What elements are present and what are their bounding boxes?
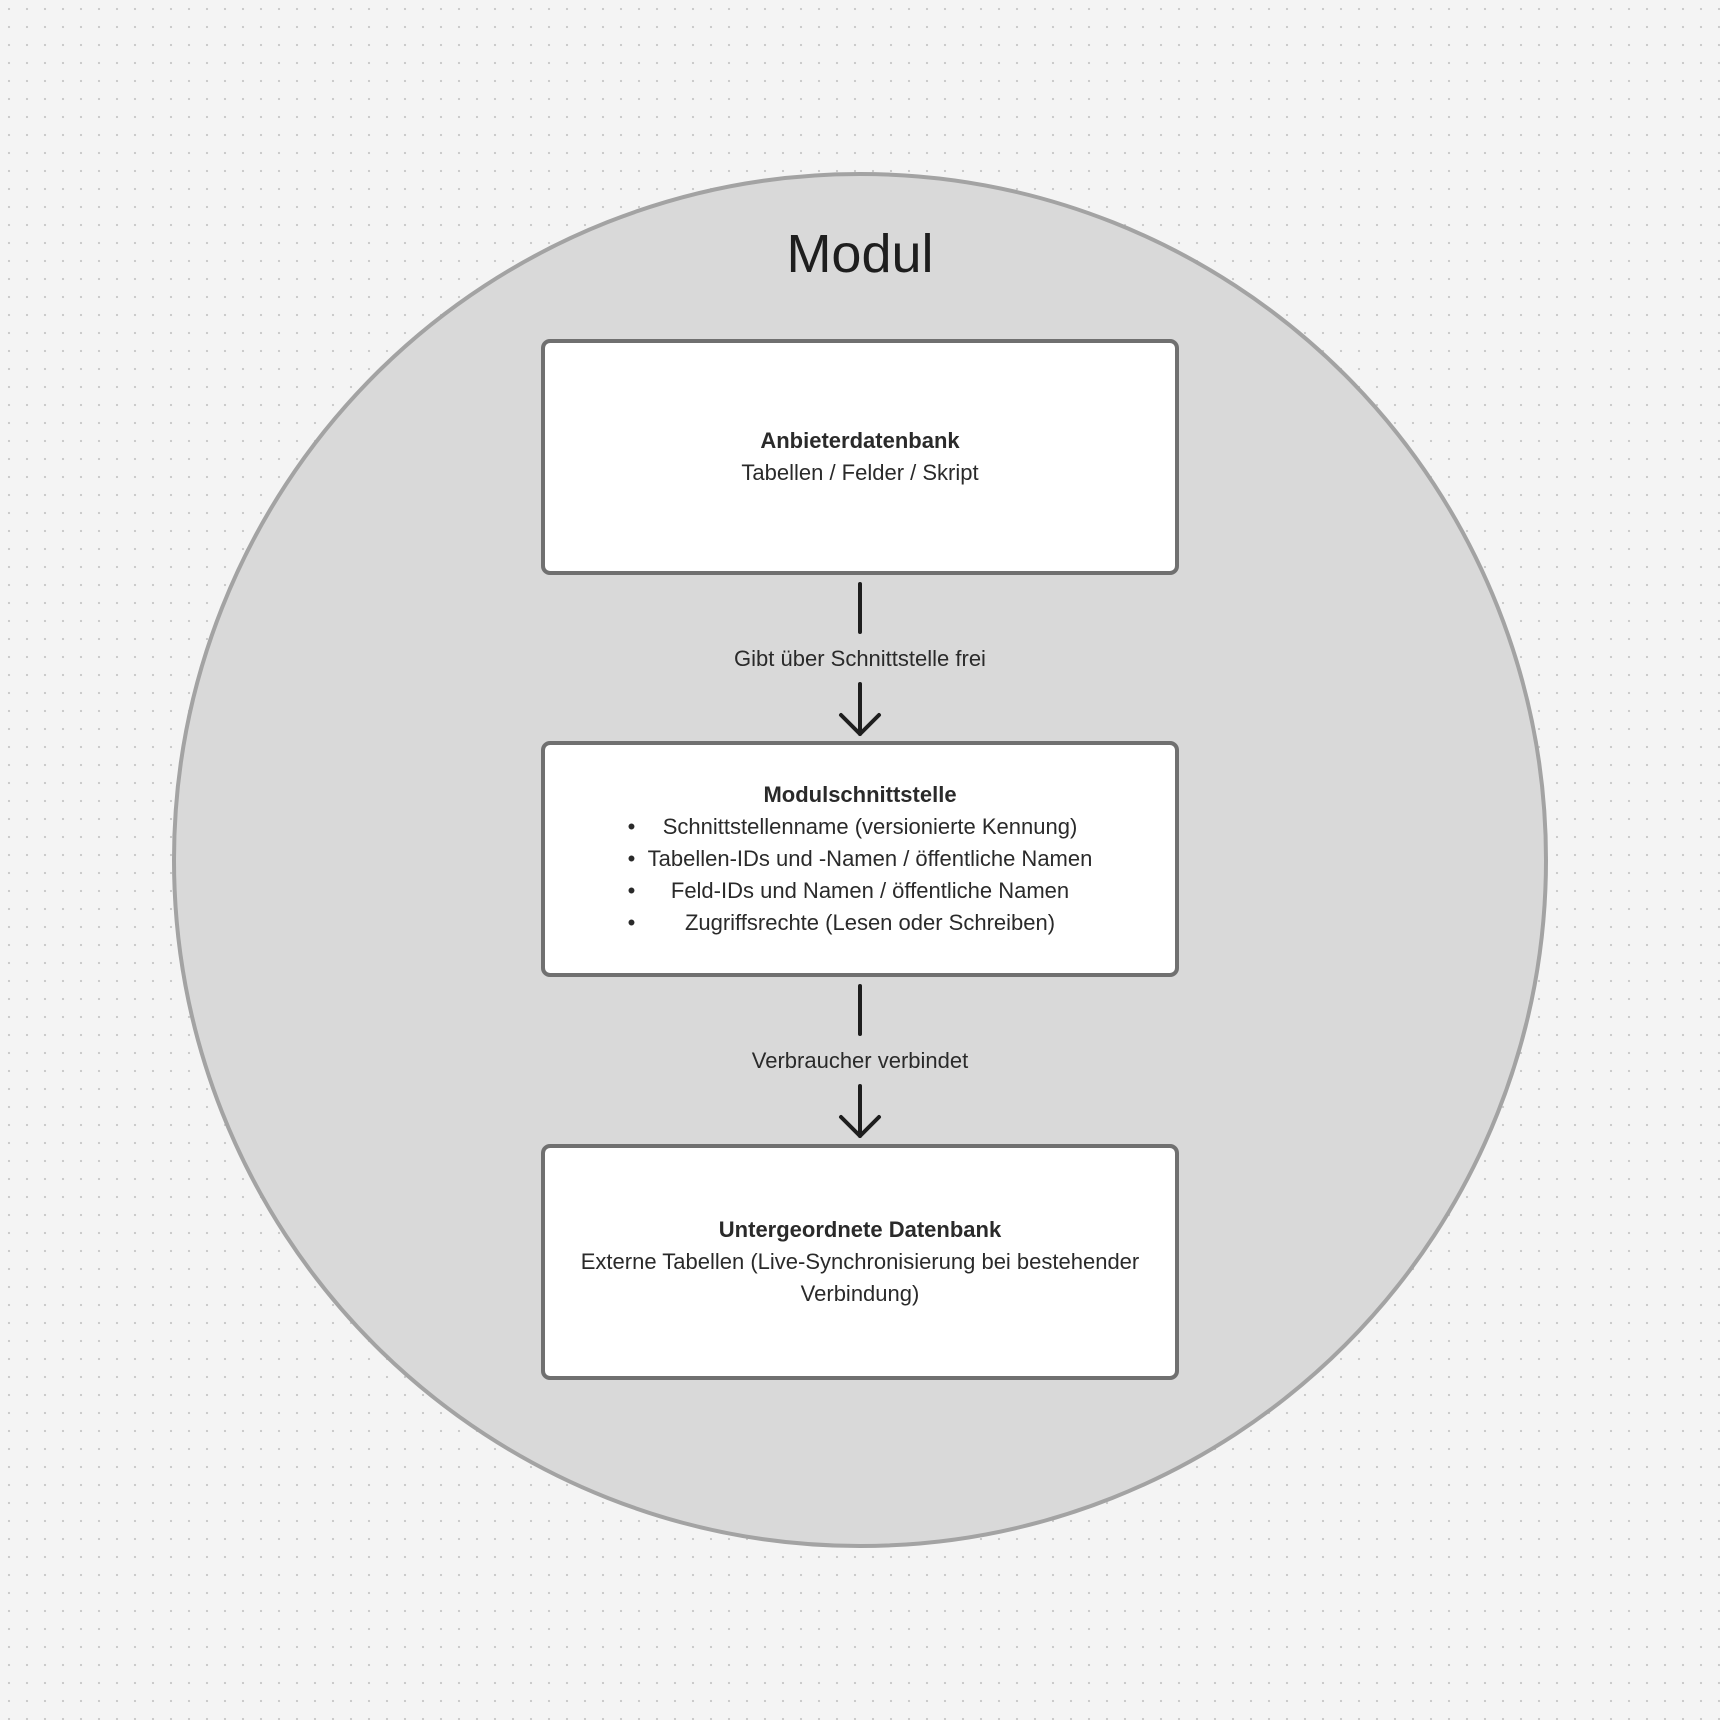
bullet-icon: •	[627, 846, 636, 871]
child-database-subtitle: Externe Tabellen (Live-Synchronisierung …	[580, 1249, 1140, 1306]
provider-database-subtitle: Tabellen / Felder / Skript	[741, 460, 979, 485]
bullet-icon: •	[627, 910, 636, 935]
edge-label-interface-child: Verbraucher verbindet	[751, 1048, 969, 1073]
bullet-icon: •	[627, 878, 636, 903]
list-item-text: Zugriffsrechte (Lesen oder Schreiben)	[684, 910, 1056, 935]
module-interface-title: Modulschnittstelle	[763, 782, 957, 807]
connector-line-provider-interface	[858, 582, 862, 634]
module-interface-node[interactable]: Modulschnittstelle • Schnittstellenname (…	[541, 741, 1179, 977]
connector-line-interface-child	[858, 984, 862, 1036]
list-item: • Feld-IDs und Namen / öffentliche Namen	[628, 875, 1093, 907]
child-database-title: Untergeordnete Datenbank	[718, 1217, 1002, 1242]
module-title: Modul	[786, 224, 934, 284]
edge-label-provider-interface: Gibt über Schnittstelle frei	[734, 646, 986, 671]
bullet-icon: •	[627, 814, 636, 839]
child-database-node[interactable]: Untergeordnete Datenbank Externe Tabelle…	[541, 1144, 1179, 1380]
list-item: • Zugriffsrechte (Lesen oder Schreiben)	[628, 907, 1093, 939]
provider-database-title: Anbieterdatenbank	[760, 428, 960, 453]
module-interface-list: • Schnittstellenname (versionierte Kennun…	[628, 811, 1093, 939]
arrow-down-icon	[839, 1084, 881, 1138]
list-item-text: Schnittstellenname (versionierte Kennung…	[662, 814, 1078, 839]
provider-database-node[interactable]: Anbieterdatenbank Tabellen / Felder / Sk…	[541, 339, 1179, 575]
list-item-text: Feld-IDs und Namen / öffentliche Namen	[670, 878, 1070, 903]
list-item: • Tabellen-IDs und -Namen / öffentliche N…	[628, 843, 1093, 875]
list-item-text: Tabellen-IDs und -Namen / öffentliche Na…	[647, 846, 1093, 871]
list-item: • Schnittstellenname (versionierte Kennun…	[628, 811, 1093, 843]
arrow-down-icon	[839, 682, 881, 736]
